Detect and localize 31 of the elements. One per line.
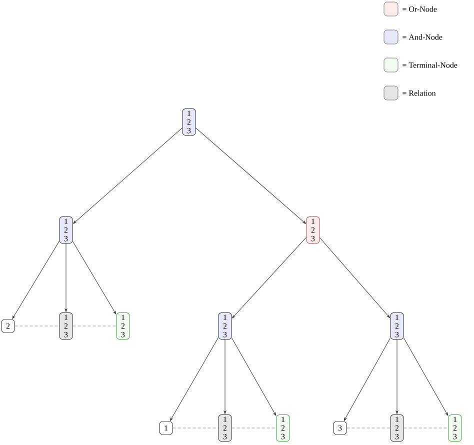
arrow bbox=[170, 338, 218, 421]
node-box: 3 bbox=[333, 421, 347, 435]
terminal-node: 1 2 3 bbox=[116, 312, 130, 340]
relation-node: 1 2 3 bbox=[59, 312, 73, 340]
node-box: 2 bbox=[1, 319, 15, 333]
arrow bbox=[73, 128, 182, 224]
arrow bbox=[196, 128, 306, 224]
relation-node: 1 2 3 bbox=[390, 414, 404, 442]
arrow bbox=[344, 338, 390, 421]
legend-label: = And-Node bbox=[402, 34, 442, 40]
terminal-node: 1 2 3 bbox=[448, 414, 462, 442]
legend-label: = Relation bbox=[402, 90, 436, 96]
arrow bbox=[232, 237, 306, 318]
arrow bbox=[72, 241, 116, 314]
and-node: 1 2 3 bbox=[182, 108, 196, 136]
arrow bbox=[404, 338, 448, 416]
arrow bbox=[224, 339, 226, 414]
terminal-node: 1 2 3 bbox=[276, 414, 290, 442]
legend-label: = Or-Node bbox=[402, 6, 437, 12]
arrow bbox=[12, 241, 60, 319]
arrow bbox=[396, 339, 398, 414]
and-node: 1 2 3 bbox=[390, 312, 404, 340]
relation-node: 1 2 3 bbox=[218, 414, 232, 442]
arrow bbox=[320, 238, 390, 318]
arrow bbox=[232, 338, 276, 416]
or-node: 1 2 3 bbox=[306, 216, 320, 244]
and-node: 1 2 3 bbox=[218, 312, 232, 340]
and-node: 1 2 3 bbox=[59, 216, 73, 244]
arrow bbox=[64, 243, 68, 312]
node-box: 1 bbox=[159, 421, 173, 435]
legend-label: = Terminal-Node bbox=[402, 62, 458, 68]
